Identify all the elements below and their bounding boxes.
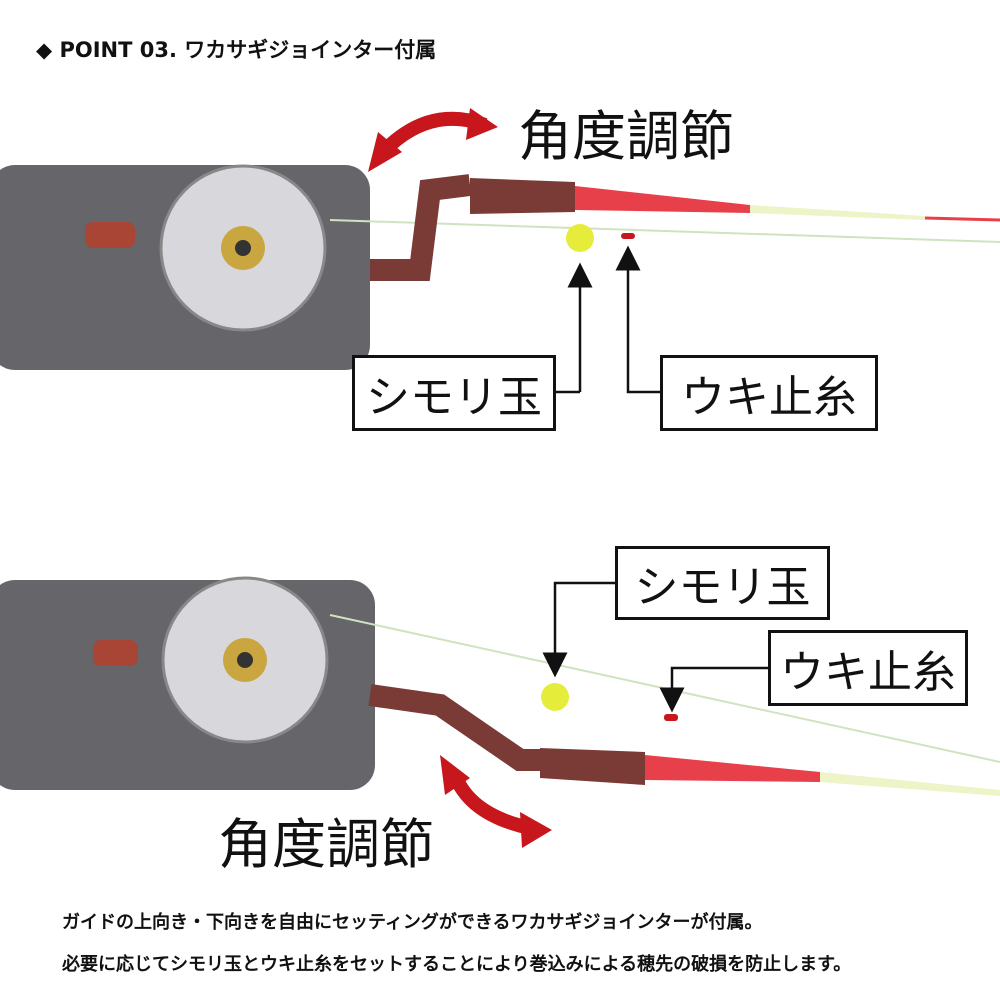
joint-top [370,174,472,281]
page-title: ◆ POINT 03. ワカサギジョインター付属 [36,38,437,62]
stopper-label-bottom: ウキ止糸 [768,630,968,706]
reel-bottom [0,576,375,790]
rod-bottom [645,755,820,782]
joint-bottom [368,684,545,771]
caption-line-2: 必要に応じてシモリ玉とウキ止糸をセットすることにより巻込みによる穂先の破損を防止… [62,954,852,975]
angle-arrow-bottom [448,772,532,835]
ball-label-bottom: シモリ玉 [615,546,830,620]
rod-top [575,186,750,213]
ball-top [566,224,594,252]
stopper-top [621,233,635,239]
stopper-bottom [664,714,678,721]
reel-top [0,164,370,370]
angle-label-top: 角度調節 [518,105,734,168]
stopper-label-top: ウキ止糸 [660,355,878,431]
line-top [329,219,1000,243]
ball-bottom [541,683,569,711]
ball-label-top: シモリ玉 [352,355,556,431]
caption-line-1: ガイドの上向き・下向きを自由にセッティングができるワカサギジョインターが付属。 [62,912,763,933]
angle-label-bottom: 角度調節 [218,813,434,876]
